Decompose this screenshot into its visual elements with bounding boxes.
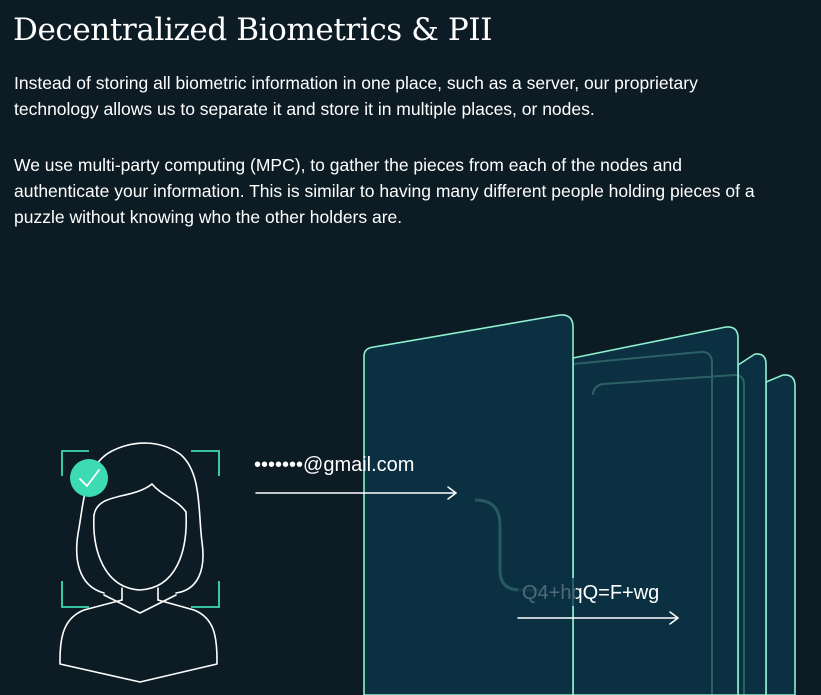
- arrow-right-icon: [255, 486, 457, 500]
- intro-paragraph-2-line-2: authenticate your information. This is s…: [14, 181, 755, 201]
- intro-paragraph-1: Instead of storing all biometric informa…: [14, 70, 698, 122]
- node-panel-icon: [737, 353, 767, 695]
- node-panel-icon: [363, 314, 574, 695]
- arrow-right-icon: [517, 611, 679, 625]
- node-panel-icon: [765, 374, 796, 695]
- page-title: Decentralized Biometrics & PII: [13, 12, 493, 48]
- decentralized-storage-illustration: •••••••@gmail.com Q4+hqQ=F+wg: [59, 314, 796, 695]
- face-scan-icon: [61, 450, 220, 608]
- person-avatar-icon: [59, 442, 218, 683]
- checkmark-icon: [70, 459, 108, 497]
- intro-paragraph-2-line-3: puzzle without knowing who the other hol…: [14, 207, 403, 227]
- intro-paragraph-2-line-1: We use multi-party computing (MPC), to g…: [14, 155, 682, 175]
- ghost-connector: [474, 498, 540, 592]
- intro-paragraph-2: We use multi-party computing (MPC), to g…: [14, 152, 755, 230]
- intro-paragraph-1-line-2: technology allows us to separate it and …: [14, 99, 595, 119]
- intro-paragraph-1-line-1: Instead of storing all biometric informa…: [14, 73, 698, 93]
- token-fade-overlay: [518, 578, 576, 606]
- email-label: •••••••@gmail.com: [254, 454, 414, 476]
- node-panel-icon: [572, 326, 739, 695]
